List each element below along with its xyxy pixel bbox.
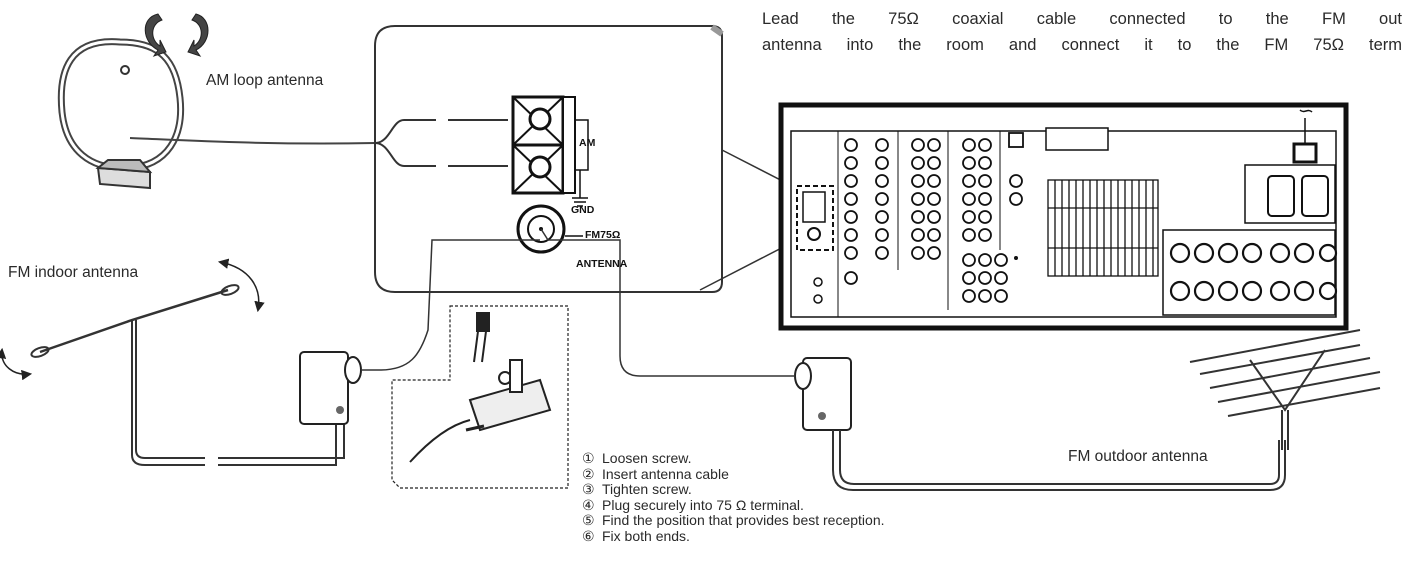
rotate-arrows-icon [144, 13, 209, 57]
step-text: Loosen screw. [602, 450, 692, 466]
intro-line-1: Lead the 75Ω coaxial cable connected to … [762, 10, 1402, 28]
antenna-panel-label: ANTENNA [576, 258, 628, 270]
step-number: ⑤ [582, 512, 595, 529]
intro-line-2: antenna into the room and connect it to … [762, 36, 1402, 54]
step-item: ① Loosen screw. [582, 450, 885, 467]
instruction-steps: ① Loosen screw. ② Insert antenna cable ③ Ti… [582, 450, 885, 545]
step-text: Find the position that provides best rec… [602, 512, 885, 529]
fm-indoor-antenna-label: FM indoor antenna [8, 264, 139, 281]
am-loop-antenna-label: AM loop antenna [206, 72, 324, 89]
step-item: ⑤ Find the position that provides best re… [582, 513, 885, 529]
antenna-adapter-right [540, 228, 1286, 491]
antenna-adapter-left [299, 239, 540, 425]
gnd-terminal-label: GND [571, 204, 595, 216]
am-loop-antenna-drawing [57, 38, 376, 190]
fm-outdoor-antenna-label: FM outdoor antenna [1068, 448, 1208, 465]
fm-outdoor-antenna-drawing [1189, 329, 1381, 450]
step-item: ⑥ Fix both ends. [582, 527, 885, 545]
fm-indoor-antenna-drawing [0, 258, 345, 466]
terminal-panel [374, 24, 724, 293]
step-number: ⑥ [582, 527, 595, 544]
step-text: Plug securely into 75 Ω terminal. [602, 496, 804, 513]
step-number: ① [582, 450, 595, 466]
step-text: Tighten screw. [602, 481, 692, 498]
step-item: ④ Plug securely into 75 Ω terminal. [582, 496, 885, 514]
screw-detail-inset [391, 305, 569, 489]
step-number: ② [582, 465, 595, 482]
step-item: ② Insert antenna cable [582, 465, 885, 483]
step-number: ③ [582, 481, 595, 498]
fm75-terminal-label: FM75Ω [585, 229, 621, 241]
step-number: ④ [582, 496, 595, 513]
am-terminal-label: AM [579, 137, 596, 149]
step-text: Insert antenna cable [602, 465, 729, 482]
receiver-rear-panel [778, 102, 1349, 331]
intro-text: Lead the 75Ω coaxial cable connected to … [762, 6, 1402, 58]
step-text: Fix both ends. [602, 527, 690, 544]
step-item: ③ Tighten screw. [582, 481, 885, 498]
